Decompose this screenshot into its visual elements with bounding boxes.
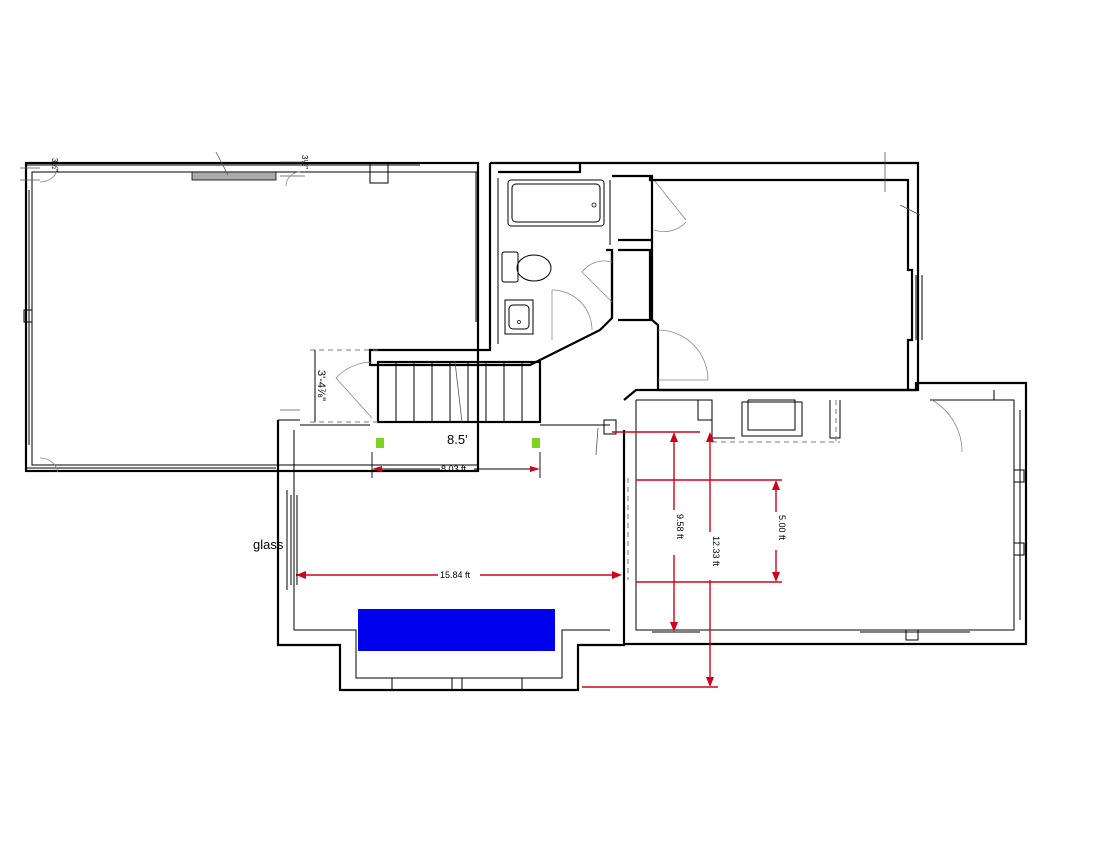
- closets: [581, 174, 687, 322]
- corner-dim-label: 3½": [50, 158, 59, 172]
- corner-door-arc: [39, 457, 59, 473]
- bay-window: [391, 677, 523, 691]
- sink: [504, 299, 534, 335]
- width-label: 8.5': [447, 432, 468, 447]
- window-sill: [191, 171, 277, 181]
- dimension-9-58: 9.58 ft: [612, 431, 700, 632]
- dim-label: 8.03 ft: [441, 464, 467, 474]
- dimension-8-03: 8.03 ft: [371, 452, 541, 478]
- dim-label: 15.84 ft: [440, 570, 471, 580]
- bathtub: [507, 179, 605, 227]
- dimension-15-84: 15.84 ft: [296, 570, 622, 580]
- green-marker: [532, 438, 540, 448]
- dimension-5-00: 5.00 ft: [636, 479, 787, 583]
- wall-column: [369, 162, 389, 184]
- stairs: 3'-4⅞": [310, 349, 542, 424]
- glass-label: glass: [253, 537, 284, 552]
- lower-right-room: [595, 381, 1028, 646]
- left-room: [20, 151, 480, 473]
- dim-label: 5.00 ft: [777, 515, 787, 541]
- lower-left-room: glass 8.5': [253, 409, 626, 692]
- corner-dim-label: 3½": [300, 155, 309, 169]
- corner-door-arc: [285, 171, 301, 187]
- room-door-arc: [657, 329, 709, 381]
- right-upper-room: [580, 152, 923, 392]
- corner-door-arc: [39, 167, 59, 183]
- bathroom: [368, 161, 614, 367]
- green-marker: [376, 438, 384, 448]
- toilet: [501, 251, 519, 283]
- bath-door-arc: [551, 289, 593, 331]
- dim-label: 12.33 ft: [711, 536, 721, 567]
- glass-panes: [290, 495, 298, 585]
- dimension-12-33: 12.33 ft: [582, 432, 721, 688]
- room-door-arc: [931, 399, 963, 453]
- dim-label: 9.58 ft: [675, 514, 685, 540]
- stair-dimension: 3'-4⅞": [315, 370, 327, 401]
- blue-block: [358, 609, 555, 651]
